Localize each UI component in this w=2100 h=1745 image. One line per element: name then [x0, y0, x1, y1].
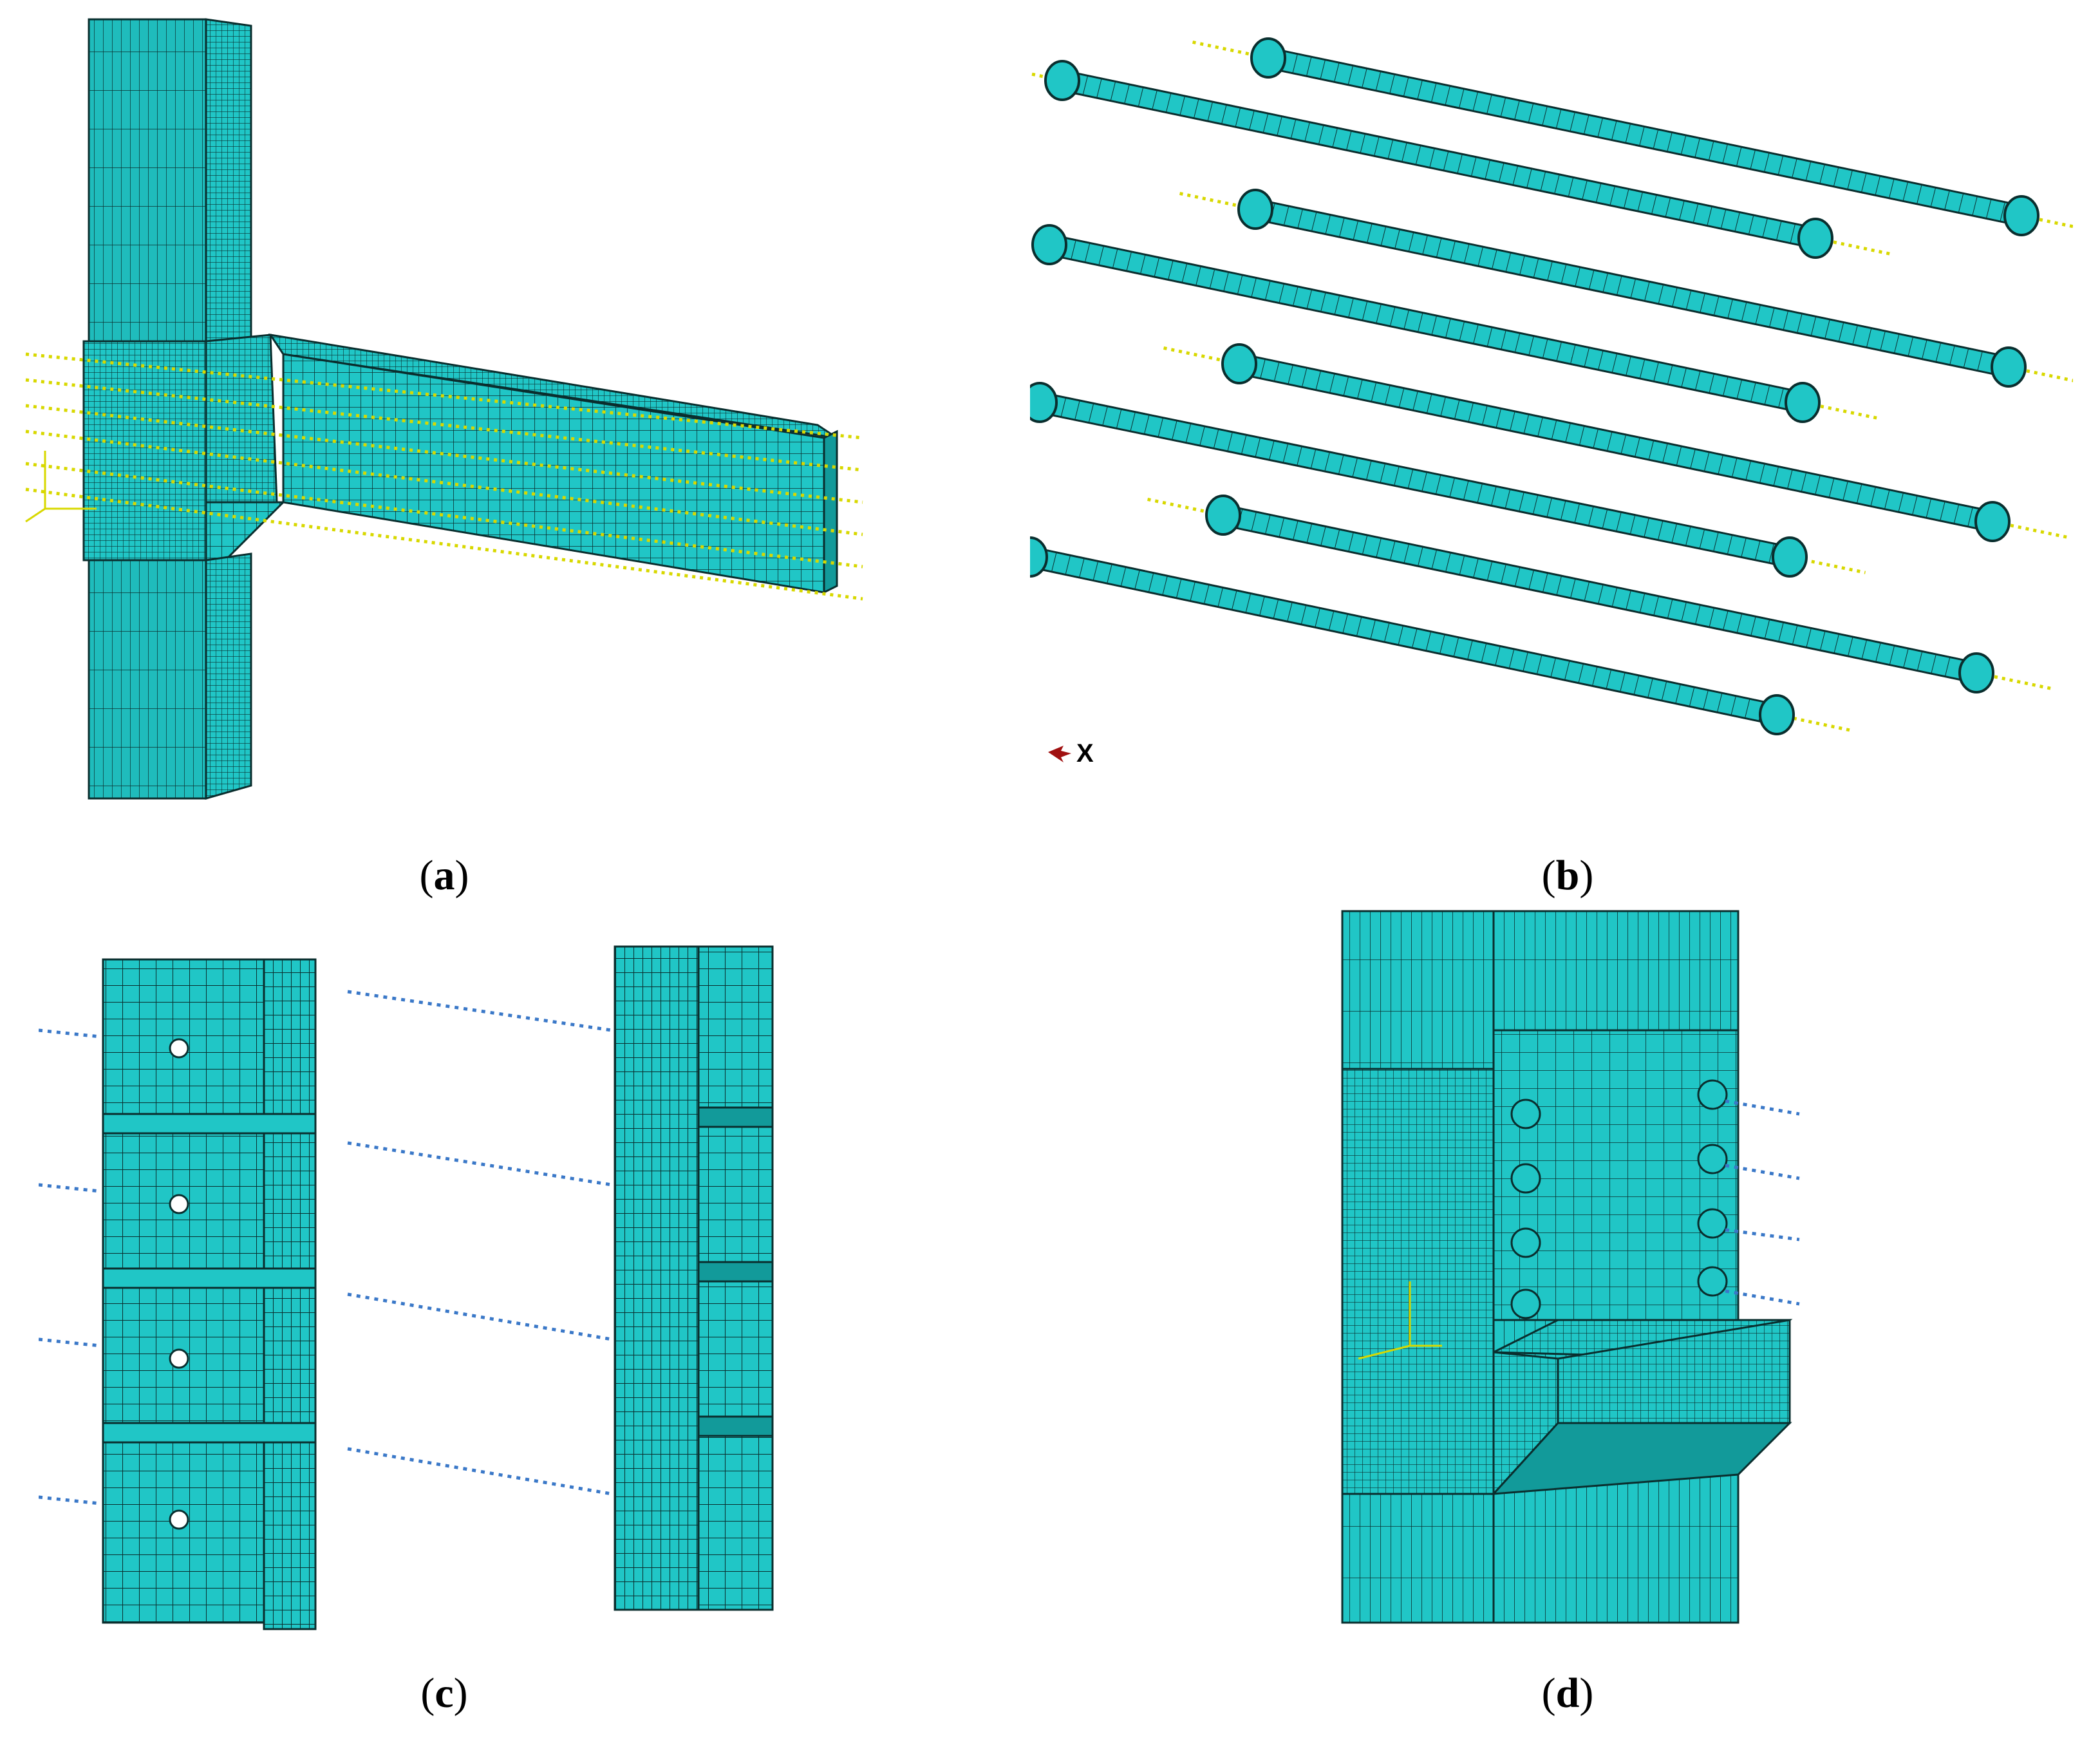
panel-zone-left: [1341, 1068, 1495, 1495]
bolt-head: [1237, 189, 1273, 230]
bolt-hole-icon: [169, 1038, 189, 1530]
caption-c: (c): [420, 1670, 468, 1717]
bolt-lines-panel-c: [39, 990, 612, 1505]
right-plate: [614, 945, 774, 1611]
coordinate-triad-icon: [25, 451, 97, 523]
x-axis-arrow-icon: [1048, 746, 1071, 762]
beam-stub-haunch: [1491, 1422, 1792, 1495]
bolt-shank: [1060, 71, 1817, 247]
column-lower-side: [205, 552, 252, 800]
panel-b-drawing: [1030, 37, 2073, 762]
bolt-lines-panel-a: [25, 352, 863, 601]
bolt-head: [1030, 536, 1048, 578]
bolt-head: [1974, 501, 2011, 542]
coordinate-triad-icon: [1358, 1281, 1442, 1360]
bolt-shank: [1038, 393, 1792, 566]
panel-a-drawing: [25, 18, 863, 800]
caption-d: (d): [1541, 1670, 1594, 1717]
panel-c-drawing: [39, 945, 774, 1630]
panel-d-joint-detail: [1339, 908, 1803, 1629]
bolt-shank: [1047, 236, 1805, 411]
bolt-shank: [1266, 49, 2023, 225]
bolt-head: [1785, 382, 1821, 423]
bolt-head-icon: [1510, 1079, 1728, 1319]
bolt-group: [1030, 37, 2073, 735]
panel-d-drawing: [1341, 910, 1800, 1624]
panel-a-joint-mesh: [13, 13, 876, 811]
column-upper: [88, 18, 207, 343]
column-lower: [88, 559, 207, 800]
bolt-head: [1991, 346, 2027, 388]
panel-b-bolts: [1030, 13, 2073, 811]
beam-end-face: [823, 429, 838, 594]
bolt-lines-panel-d: [1725, 1099, 1800, 1306]
column-upper-side: [205, 18, 252, 343]
bolt-shank: [1253, 200, 2011, 376]
bolt-head: [1030, 382, 1058, 423]
bolt-shank: [1221, 506, 1978, 682]
bolt-head: [2003, 195, 2039, 236]
left-plate: [102, 958, 317, 1630]
bolt-head: [1221, 343, 1257, 384]
bolt-head: [1044, 60, 1080, 101]
bolt-head: [1031, 224, 1067, 265]
bolt-head: [1205, 495, 1241, 536]
bolt-shank: [1237, 355, 1994, 531]
bolt-head: [1250, 37, 1286, 79]
panel-b-x-axis-label: X: [1076, 739, 1094, 768]
panel-c-plates: [39, 901, 850, 1648]
bolt-head: [1958, 652, 1994, 693]
caption-b: (b): [1541, 852, 1594, 899]
caption-a: (a): [419, 852, 469, 899]
bolt-head: [1772, 536, 1808, 578]
bolt-head: [1759, 694, 1795, 735]
bolt-head: [1797, 218, 1833, 259]
bolt-shank: [1030, 548, 1779, 724]
